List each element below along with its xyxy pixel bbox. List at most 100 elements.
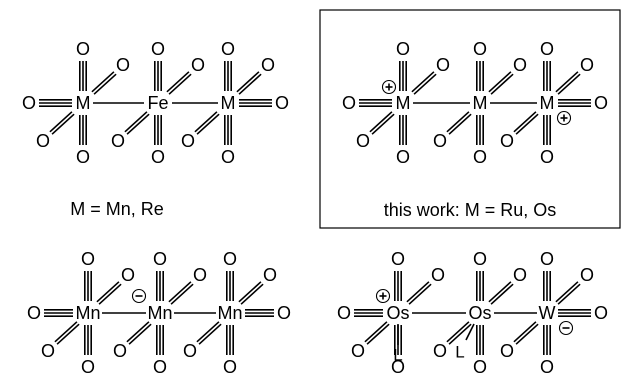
- carbonyl-bond: [446, 321, 470, 343]
- oxygen-label: O: [41, 341, 55, 361]
- metal-label: M: [221, 93, 236, 113]
- metal-label: W: [539, 303, 556, 323]
- oxygen-label: O: [391, 357, 405, 377]
- carbonyl-bond: [555, 71, 579, 93]
- carbonyl-bond: [126, 321, 150, 343]
- carbonyl-bond: [98, 283, 122, 305]
- carbonyl-bond: [513, 111, 537, 133]
- oxygen-label: O: [473, 357, 487, 377]
- oxygen-label: O: [540, 357, 554, 377]
- left-caption: M = Mn, Re: [70, 199, 164, 219]
- carbonyl-bond: [170, 283, 194, 305]
- oxygen-label: O: [540, 249, 554, 269]
- carbonyl-bond: [91, 71, 115, 93]
- carbonyl-bond: [411, 71, 435, 93]
- oxygen-label: O: [433, 131, 447, 151]
- metal-label: M: [76, 93, 91, 113]
- carbonyl-bond: [96, 281, 120, 303]
- carbonyl-bond: [371, 113, 395, 135]
- carbonyl-bond: [513, 321, 537, 343]
- carbonyl-bond: [515, 113, 539, 135]
- box-caption: this work: M = Ru, Os: [384, 200, 557, 220]
- carbonyl-bond: [488, 281, 512, 303]
- oxygen-label: O: [580, 265, 594, 285]
- carbonyl-bond: [124, 111, 148, 133]
- positive-charge-icon: [556, 110, 572, 126]
- oxygen-label: O: [436, 55, 450, 75]
- oxygen-label: O: [153, 249, 167, 269]
- oxygen-label: O: [500, 341, 514, 361]
- oxygen-label: O: [275, 93, 289, 113]
- carbonyl-bond: [490, 73, 514, 95]
- carbonyl-bond: [168, 73, 192, 95]
- carbonyl-bond: [488, 71, 512, 93]
- carbonyl-bond: [196, 321, 220, 343]
- metal-label: Mn: [75, 303, 100, 323]
- oxygen-label: O: [263, 265, 277, 285]
- carbonyl-bond: [366, 323, 390, 345]
- carbonyl-bond: [196, 113, 220, 135]
- oxygen-label: O: [81, 249, 95, 269]
- carbonyl-bond: [236, 71, 260, 93]
- metal-label: Os: [468, 303, 491, 323]
- oxygen-label: O: [433, 341, 447, 361]
- carbonyl-bond: [408, 283, 432, 305]
- carbonyl-bond: [54, 321, 78, 343]
- carbonyl-bond: [364, 321, 388, 343]
- this-work-box: [319, 9, 621, 229]
- carbonyl-bond: [168, 281, 192, 303]
- oxygen-label: O: [580, 55, 594, 75]
- metal-label: M: [396, 93, 411, 113]
- carbonyl-bond: [126, 113, 150, 135]
- carbonyl-bond: [56, 323, 80, 345]
- oxygen-label: O: [221, 147, 235, 167]
- oxygen-label: O: [513, 55, 527, 75]
- oxygen-label: O: [22, 93, 36, 113]
- oxygen-label: O: [342, 93, 356, 113]
- carbonyl-bond: [49, 111, 73, 133]
- carbonyl-bond: [406, 281, 430, 303]
- carbonyl-bond: [238, 281, 262, 303]
- oxygen-label: O: [540, 39, 554, 59]
- oxygen-label: O: [151, 39, 165, 59]
- metal-label: Mn: [147, 303, 172, 323]
- oxygen-label: O: [396, 147, 410, 167]
- oxygen-label: O: [261, 55, 275, 75]
- ligand-bond: [465, 323, 475, 341]
- oxygen-label: O: [191, 55, 205, 75]
- ligand-label: L: [393, 346, 402, 365]
- oxygen-label: O: [594, 93, 608, 113]
- carbonyl-bond: [166, 71, 190, 93]
- carbonyl-bond: [238, 73, 262, 95]
- carbonyl-bond: [557, 73, 581, 95]
- carbonyl-bond: [93, 73, 117, 95]
- oxygen-label: O: [116, 55, 130, 75]
- oxygen-label: O: [337, 303, 351, 323]
- carbonyl-bond: [515, 323, 539, 345]
- carbonyl-bond: [557, 283, 581, 305]
- carbonyl-bond: [51, 113, 75, 135]
- metal-label: Mn: [217, 303, 242, 323]
- carbonyl-bond: [448, 113, 472, 135]
- oxygen-label: O: [81, 357, 95, 377]
- oxygen-label: O: [473, 249, 487, 269]
- metal-label: Os: [386, 303, 409, 323]
- oxygen-label: O: [500, 131, 514, 151]
- oxygen-label: O: [223, 357, 237, 377]
- oxygen-label: O: [277, 303, 291, 323]
- oxygen-label: O: [183, 341, 197, 361]
- negative-charge-icon: [131, 288, 147, 304]
- ligand-label: L: [455, 343, 464, 362]
- oxygen-label: O: [540, 147, 554, 167]
- oxygen-label: O: [221, 39, 235, 59]
- carbonyl-bond: [490, 283, 514, 305]
- carbonyl-bond: [369, 111, 393, 133]
- oxygen-label: O: [121, 265, 135, 285]
- oxygen-label: O: [151, 147, 165, 167]
- oxygen-label: O: [36, 131, 50, 151]
- oxygen-label: O: [113, 341, 127, 361]
- carbonyl-bond: [198, 323, 222, 345]
- oxygen-label: O: [396, 39, 410, 59]
